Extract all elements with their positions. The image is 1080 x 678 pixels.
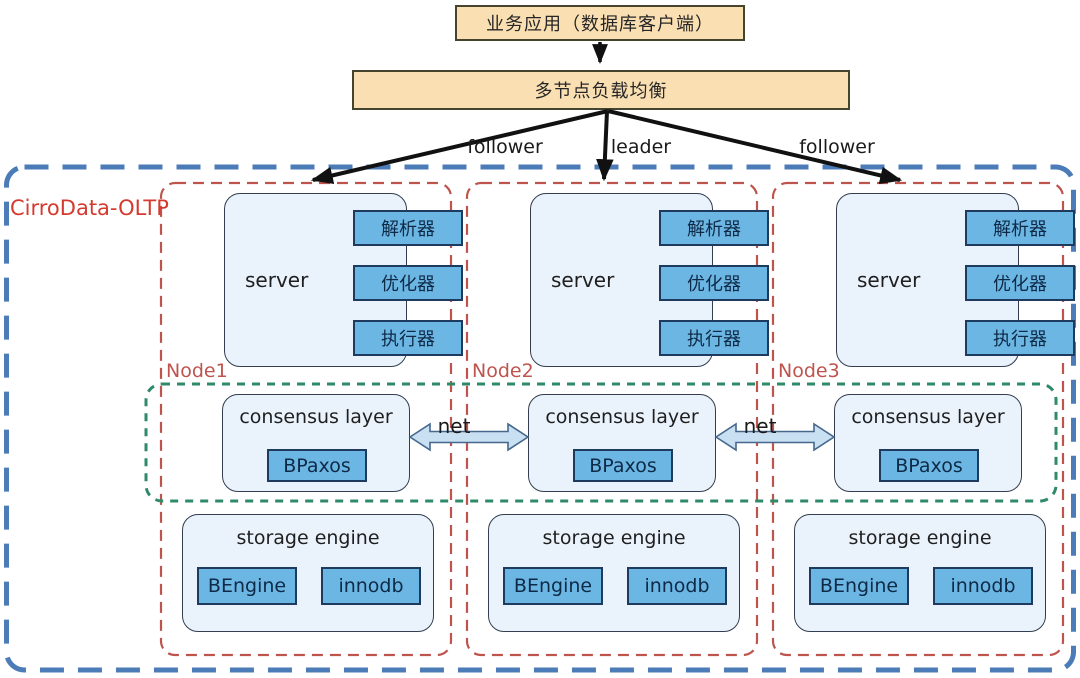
server-label: server <box>245 268 309 292</box>
node1-storage-panel: storage engine BEngine innodb <box>182 514 434 632</box>
executor-box: 执行器 <box>965 320 1075 356</box>
optimizer-box: 优化器 <box>965 265 1075 301</box>
node3-label: Node3 <box>778 360 840 382</box>
consensus-layer-title: consensus layer <box>851 406 1005 428</box>
optimizer-box: 优化器 <box>659 265 769 301</box>
arrow-lb-to-node1 <box>310 109 609 185</box>
net-label-left: net <box>437 414 471 438</box>
node2-label: Node2 <box>472 360 534 382</box>
branch-label-leader: leader <box>610 136 672 158</box>
innodb-box: innodb <box>627 567 727 605</box>
bengine-box: BEngine <box>503 567 603 605</box>
business-app-box: 业务应用（数据库客户端） <box>455 5 745 41</box>
parser-box: 解析器 <box>353 210 463 246</box>
load-balancer-label: 多节点负载均衡 <box>534 81 668 102</box>
bengine-box: BEngine <box>809 567 909 605</box>
node3-consensus-panel: consensus layer BPaxos <box>834 394 1022 492</box>
server-label: server <box>551 268 615 292</box>
branch-label-follower-left: follower <box>467 136 543 158</box>
branch-label-follower-right: follower <box>799 136 875 158</box>
node2-server-panel: server 解析器 优化器 执行器 <box>530 193 769 367</box>
arrow-lb-to-node2 <box>596 110 614 182</box>
net-label-right: net <box>743 414 777 438</box>
parser-box: 解析器 <box>659 210 769 246</box>
load-balancer-box: 多节点负载均衡 <box>352 70 850 110</box>
node3-server-panel: server 解析器 优化器 执行器 <box>836 193 1075 367</box>
storage-engine-title: storage engine <box>542 527 686 549</box>
consensus-layer-title: consensus layer <box>239 406 393 428</box>
storage-engine-title: storage engine <box>848 527 992 549</box>
node1-server-panel: server 解析器 优化器 执行器 <box>224 193 463 367</box>
innodb-box: innodb <box>321 567 421 605</box>
node2-storage-panel: storage engine BEngine innodb <box>488 514 740 632</box>
consensus-layer-title: consensus layer <box>545 406 699 428</box>
parser-box: 解析器 <box>965 210 1075 246</box>
executor-box: 执行器 <box>353 320 463 356</box>
bpaxos-box: BPaxos <box>573 449 673 482</box>
executor-box: 执行器 <box>659 320 769 356</box>
node2-consensus-panel: consensus layer BPaxos <box>528 394 716 492</box>
business-app-label: 业务应用（数据库客户端） <box>486 14 714 35</box>
node2-container: server 解析器 优化器 执行器 Node2 consensus layer… <box>466 182 769 656</box>
server-label: server <box>857 268 921 292</box>
bpaxos-box: BPaxos <box>879 449 979 482</box>
node1-label: Node1 <box>166 360 228 382</box>
cluster-title: CirroData-OLTP <box>10 196 169 220</box>
node1-consensus-panel: consensus layer BPaxos <box>222 394 410 492</box>
node1-container: server 解析器 优化器 执行器 Node1 consensus layer… <box>160 182 463 656</box>
optimizer-box: 优化器 <box>353 265 463 301</box>
storage-engine-title: storage engine <box>236 527 380 549</box>
innodb-box: innodb <box>933 567 1033 605</box>
node3-storage-panel: storage engine BEngine innodb <box>794 514 1046 632</box>
bengine-box: BEngine <box>197 567 297 605</box>
bpaxos-box: BPaxos <box>267 449 367 482</box>
node3-container: server 解析器 优化器 执行器 Node3 consensus layer… <box>772 182 1075 656</box>
